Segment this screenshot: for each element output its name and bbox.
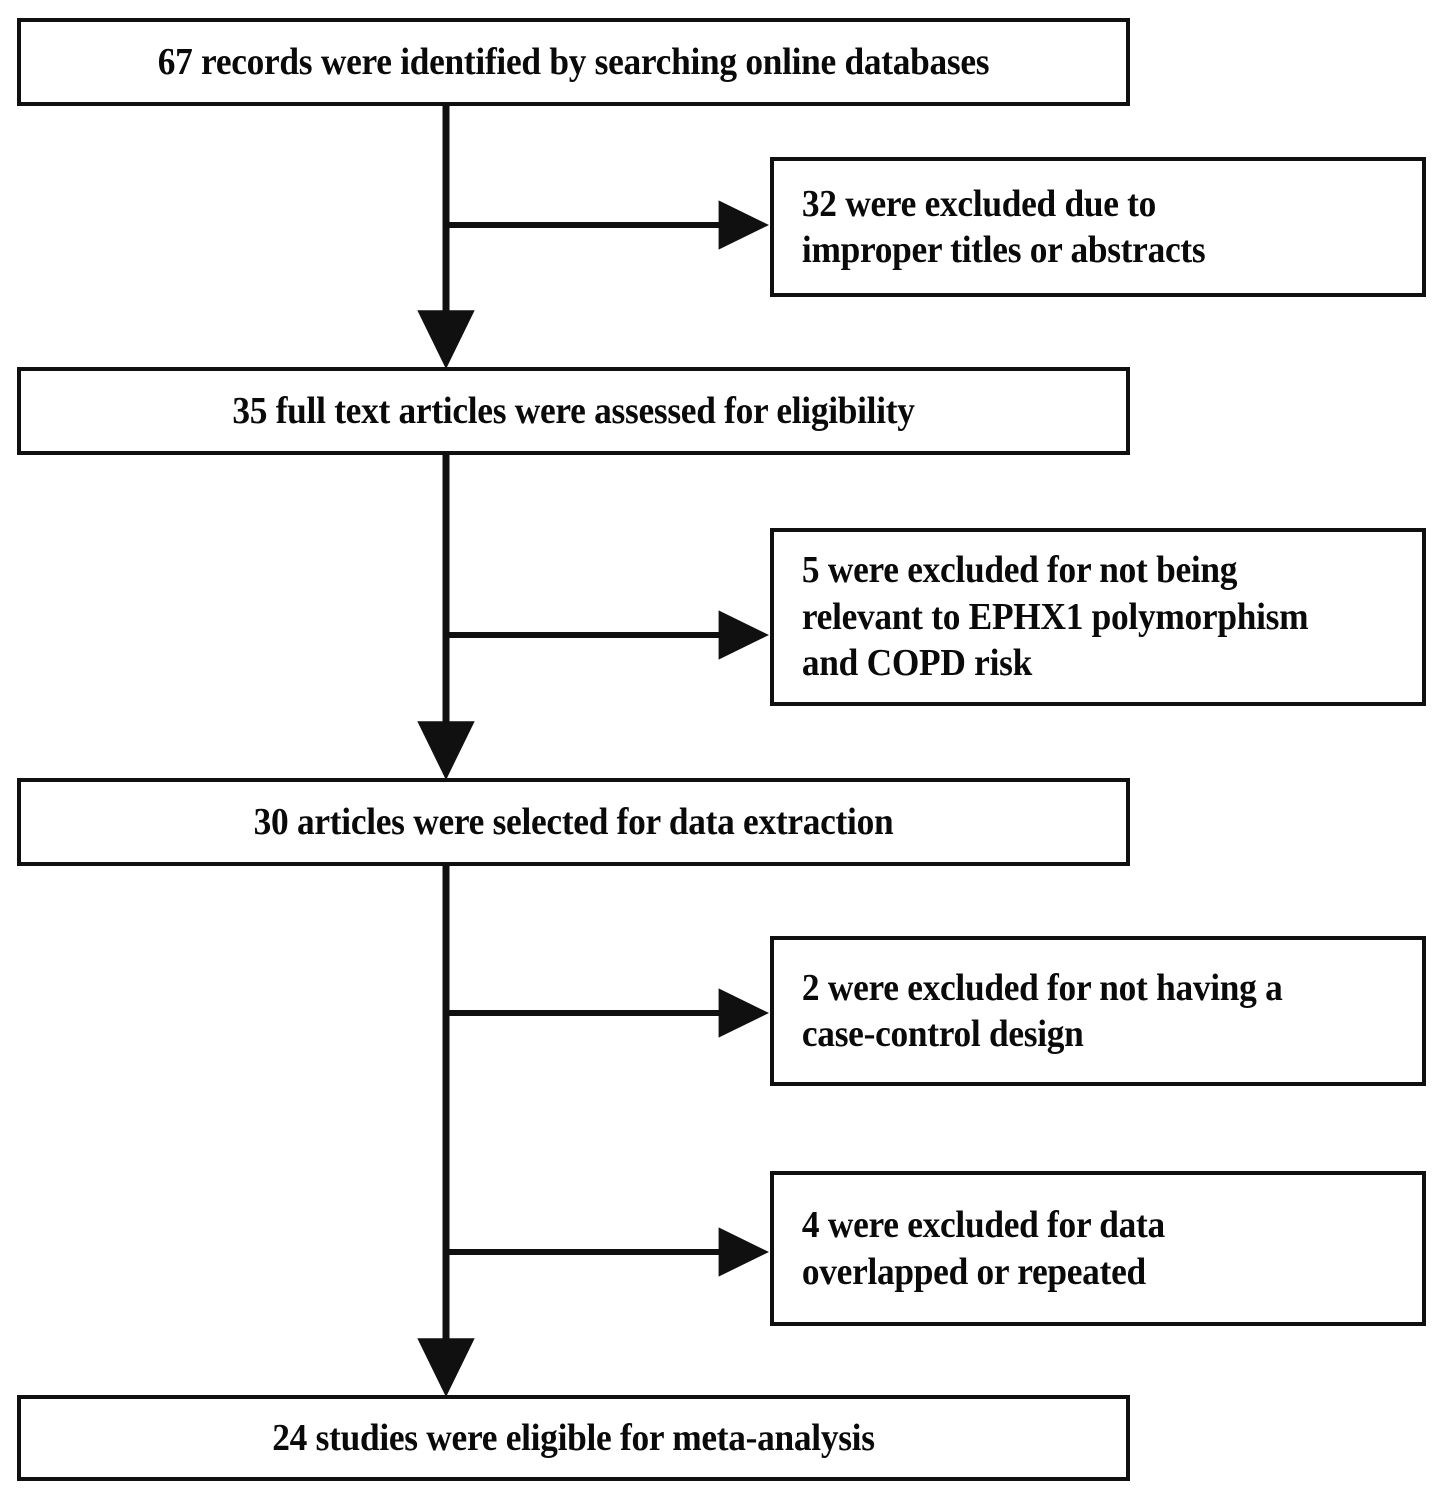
node-full-text-assessed-label: 35 full text articles were assessed for … [232,389,915,432]
node-records-identified-label: 67 records were identified by searching … [157,40,990,83]
node-excluded-titles-abstracts-label: 32 were excluded due to improper titles … [801,182,1206,271]
node-excluded-overlapped: 4 were excluded for data overlapped or r… [770,1171,1426,1326]
node-excluded-case-control-label: 2 were excluded for not having a case-co… [801,966,1283,1055]
node-records-identified: 67 records were identified by searching … [17,18,1130,106]
node-studies-eligible-label: 24 studies were eligible for meta-analys… [272,1416,875,1459]
node-excluded-not-relevant-label: 5 were excluded for not being relevant t… [801,549,1309,685]
node-full-text-assessed: 35 full text articles were assessed for … [17,367,1130,455]
node-excluded-case-control: 2 were excluded for not having a case-co… [770,936,1426,1086]
node-articles-selected: 30 articles were selected for data extra… [17,778,1130,866]
node-excluded-overlapped-label: 4 were excluded for data overlapped or r… [801,1204,1165,1293]
node-excluded-not-relevant: 5 were excluded for not being relevant t… [770,528,1426,706]
node-articles-selected-label: 30 articles were selected for data extra… [253,800,894,843]
node-studies-eligible: 24 studies were eligible for meta-analys… [17,1395,1130,1481]
node-excluded-titles-abstracts: 32 were excluded due to improper titles … [770,157,1426,297]
